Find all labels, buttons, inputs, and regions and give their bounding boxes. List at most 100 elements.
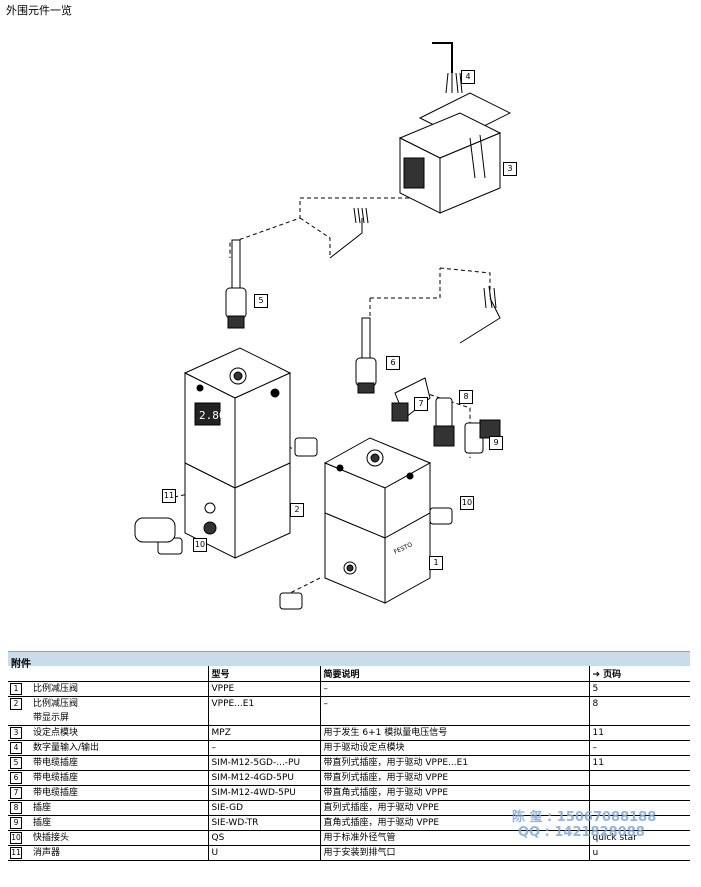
row-number-box: 1	[10, 683, 22, 695]
row-number-box: 11	[10, 847, 22, 859]
row-name: 插座	[33, 803, 52, 813]
row-model: SIE-WD-TR	[208, 815, 321, 831]
callout-4: 4	[461, 70, 475, 84]
row-model: U	[208, 845, 321, 861]
row-page	[589, 785, 690, 801]
row-model: MPZ	[208, 725, 321, 741]
row-description: 直列式插座，用于驱动 VPPE	[320, 800, 590, 816]
row-name: 带电缆插座	[33, 788, 79, 798]
row-name-cell: 数字量输入/输出	[30, 740, 209, 756]
row-description: 直角式插座，用于驱动 VPPE	[320, 815, 590, 831]
display-value: 2.80	[199, 409, 226, 422]
row-number: 6	[8, 770, 30, 786]
row-number-box: 5	[10, 757, 22, 769]
row-model: SIM-M12-5GD-...-PU	[208, 755, 321, 771]
row-name: 数字量输入/输出	[33, 743, 100, 753]
row-model: VPPE...E1	[208, 696, 321, 726]
row-name-cell: 比例减压阀	[30, 681, 209, 697]
row-name-cell: 设定点模块	[30, 725, 209, 741]
header-model: 型号	[207, 666, 320, 682]
callout-11: 11	[162, 489, 176, 503]
watermark-qq: QQ : 1421828088	[518, 825, 645, 840]
row-model: VPPE	[208, 681, 321, 697]
callout-1: 1	[429, 556, 443, 570]
row-number: 11	[8, 845, 30, 861]
callout-8: 8	[459, 390, 473, 404]
row-page: –	[589, 740, 690, 756]
header-number	[8, 666, 30, 682]
header-name	[30, 666, 208, 682]
row-description: –	[320, 681, 590, 697]
callout-2: 2	[290, 503, 304, 517]
row-name: 带电缆插座	[33, 758, 79, 768]
product-illustration: 2.80 FESTO	[134, 42, 512, 610]
row-page	[589, 815, 690, 831]
row-number: 8	[8, 800, 30, 816]
row-name: 比例减压阀	[33, 684, 79, 694]
row-page: u	[589, 845, 690, 861]
callout-3: 3	[503, 162, 517, 176]
row-name: 比例减压阀	[33, 699, 79, 709]
row-model: –	[208, 740, 321, 756]
row-description: 用于发生 6+1 模拟量电压信号	[320, 725, 590, 741]
row-name-cell: 插座	[30, 815, 209, 831]
row-number: 7	[8, 785, 30, 801]
callout-9: 9	[489, 436, 503, 450]
callout-10b: 10	[193, 538, 207, 552]
row-number: 3	[8, 725, 30, 741]
row-name-cell: 消声器	[30, 845, 209, 861]
row-page: 11	[589, 755, 690, 771]
callout-6: 6	[386, 356, 400, 370]
row-page	[589, 800, 690, 816]
row-model: SIM-M12-4WD-5PU	[208, 785, 321, 801]
header-description: 简要说明	[319, 666, 589, 682]
row-description: 带直角式插座，用于驱动 VPPE	[320, 785, 590, 801]
row-number: 1	[8, 681, 30, 697]
row-page: quick star	[589, 830, 690, 846]
row-number-box: 6	[10, 772, 22, 784]
page-title: 外围元件一览	[6, 4, 72, 17]
row-name-cell: 快插接头	[30, 830, 209, 846]
callout-5: 5	[254, 294, 268, 308]
row-description: –	[320, 696, 590, 726]
row-page: 5	[589, 681, 690, 697]
row-model: QS	[208, 830, 321, 846]
row-number-box: 2	[10, 698, 22, 710]
row-number-box: 9	[10, 817, 22, 829]
row-number-box: 3	[10, 727, 22, 739]
accessories-title: 附件	[11, 659, 31, 670]
row-number-box: 7	[10, 787, 22, 799]
row-number: 4	[8, 740, 30, 756]
row-name: 快插接头	[33, 833, 70, 843]
row-name-cell: 带电缆插座	[30, 770, 209, 786]
callout-10a: 10	[460, 496, 474, 510]
watermark-phone: 陈 玺 : 15067088188	[512, 810, 657, 825]
accessories-section-header: 附件	[8, 651, 690, 670]
row-description: 用于驱动设定点模块	[320, 740, 590, 756]
row-name-cell: 带电缆插座	[30, 785, 209, 801]
header-page: ➔ 页码	[588, 666, 690, 682]
row-name: 插座	[33, 818, 52, 828]
row-number: 2	[8, 696, 30, 726]
row-page: 8	[589, 696, 690, 726]
row-number: 10	[8, 830, 30, 846]
row-description: 带直列式插座，用于驱动 VPPE...E1	[320, 755, 590, 771]
table-row: 1 比例减压阀 VPPE–5	[8, 681, 690, 697]
row-model: SIE-GD	[208, 800, 321, 816]
row-number: 9	[8, 815, 30, 831]
row-model: SIM-M12-4GD-5PU	[208, 770, 321, 786]
row-number-box: 8	[10, 802, 22, 814]
row-page: 11	[589, 725, 690, 741]
row-description: 用于标准外径气管	[320, 830, 590, 846]
table-header-row: 型号 简要说明 ➔ 页码	[8, 666, 690, 682]
